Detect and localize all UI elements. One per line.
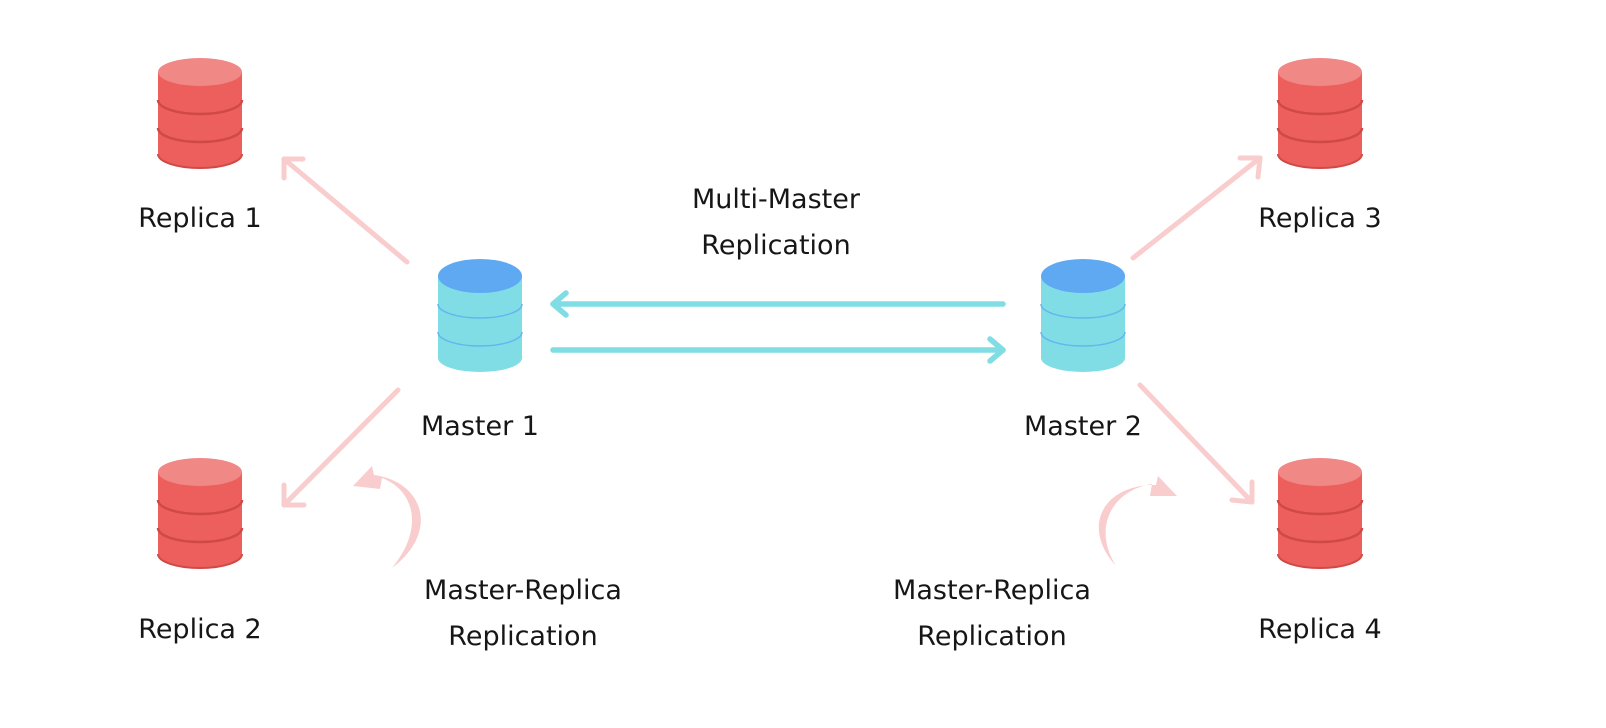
master-2-label: Master 2 (1024, 411, 1142, 442)
arrow-master2-to-master1 (550, 290, 1006, 318)
arrow-master1-to-replica1 (281, 156, 410, 265)
arrow-master2-to-replica3 (1130, 155, 1263, 261)
master-replica-left-line2: Replication (448, 621, 598, 652)
curved-arrow-right (1098, 476, 1177, 566)
master-2-database-icon (1040, 258, 1126, 373)
replica-3-label: Replica 3 (1258, 203, 1382, 234)
replica-2-label: Replica 2 (138, 614, 262, 645)
replica-1-database-icon (156, 56, 244, 170)
replica-4-database-icon (1276, 456, 1364, 570)
arrow-master1-to-replica2 (281, 387, 401, 508)
master-replica-right-line2: Replication (917, 621, 1067, 652)
master-replica-replication-right-label: Master-Replica Replication (832, 568, 1152, 660)
master-replica-left-line1: Master-Replica (424, 575, 622, 606)
multi-master-line2: Replication (701, 230, 851, 261)
arrow-master2-to-replica4 (1137, 382, 1255, 505)
master-replica-right-line1: Master-Replica (893, 575, 1091, 606)
replica-1-label: Replica 1 (138, 203, 262, 234)
curved-arrow-left (353, 466, 421, 568)
master-replica-replication-left-label: Master-Replica Replication (363, 568, 683, 660)
replica-3-database-icon (1276, 56, 1364, 170)
master-1-label: Master 1 (421, 411, 539, 442)
master-1-database-icon (437, 258, 523, 373)
replica-4-label: Replica 4 (1258, 614, 1382, 645)
multi-master-line1: Multi-Master (692, 184, 860, 215)
arrow-master1-to-master2 (550, 336, 1006, 364)
replica-2-database-icon (156, 456, 244, 570)
multi-master-replication-label: Multi-Master Replication (616, 177, 936, 269)
